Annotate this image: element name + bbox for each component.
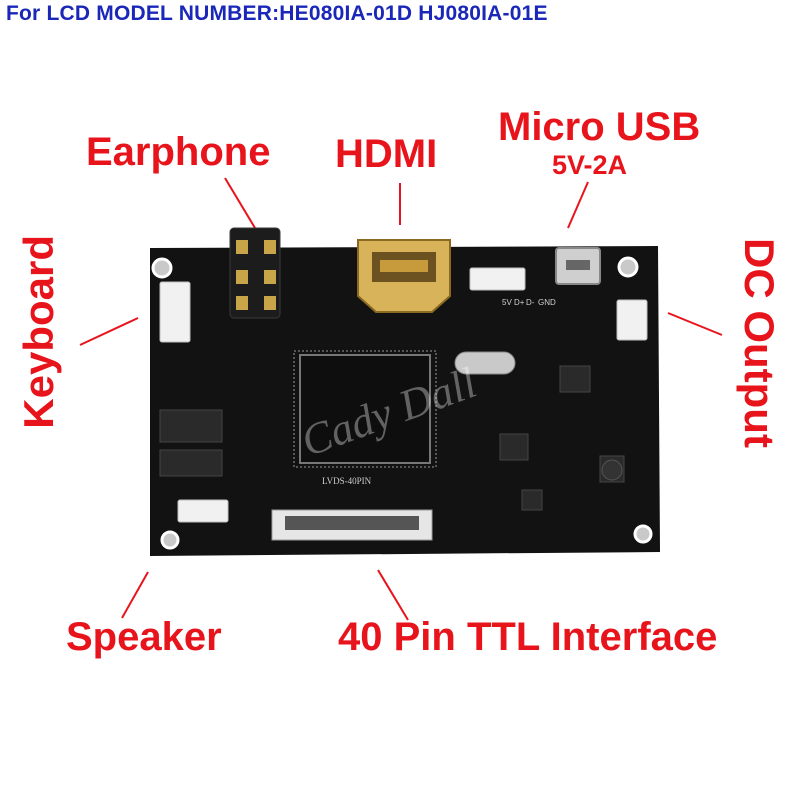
hdmi-label: HDMI	[335, 132, 438, 176]
pin-label: 5V	[502, 298, 512, 307]
usb-leader	[567, 181, 589, 229]
keyboard-leader	[79, 317, 139, 346]
inductor	[601, 459, 623, 481]
micro-usb-label: Micro USB	[498, 105, 701, 149]
speaker-label: Speaker	[66, 615, 222, 659]
earphone-leader	[224, 177, 256, 229]
lvds-label: LVDS-40PIN	[322, 476, 372, 486]
dc-output-label: DC Output	[736, 238, 783, 448]
ttl-leader	[377, 569, 409, 621]
micro-usb-spec-label: 5V-2A	[552, 150, 628, 180]
mount-hole	[633, 524, 653, 544]
speaker-leader	[121, 571, 149, 619]
earphone-jack	[229, 227, 281, 319]
ttl-connector: LVDS-40PIN	[271, 476, 433, 541]
keyboard-label: Keyboard	[15, 235, 62, 429]
pin-label: GND	[538, 298, 556, 307]
white-connector	[469, 267, 526, 291]
mount-hole	[151, 257, 173, 279]
pin-label: D+	[514, 298, 525, 307]
mount-hole	[617, 256, 639, 278]
earphone-label: Earphone	[86, 130, 271, 174]
pcb: LVDS-40PIN GND D- D+ 5V Cady Dall	[150, 227, 660, 556]
leader-lines	[79, 177, 723, 621]
keyboard-connector	[159, 281, 191, 343]
usb-pin-labels: GND D- D+ 5V	[502, 298, 556, 307]
dc-connector	[616, 299, 648, 341]
dc-leader	[667, 312, 723, 336]
speaker-connector	[177, 499, 229, 523]
mount-hole	[160, 530, 180, 550]
main-chip	[293, 350, 437, 468]
pin-label: D-	[526, 298, 535, 307]
page-title: For LCD MODEL NUMBER:HE080IA-01D HJ080IA…	[6, 2, 548, 25]
crystal	[454, 351, 516, 375]
ttl-interface-label: 40 Pin TTL Interface	[338, 615, 718, 659]
micro-usb-port	[555, 247, 601, 285]
hdmi-connector	[357, 239, 451, 313]
